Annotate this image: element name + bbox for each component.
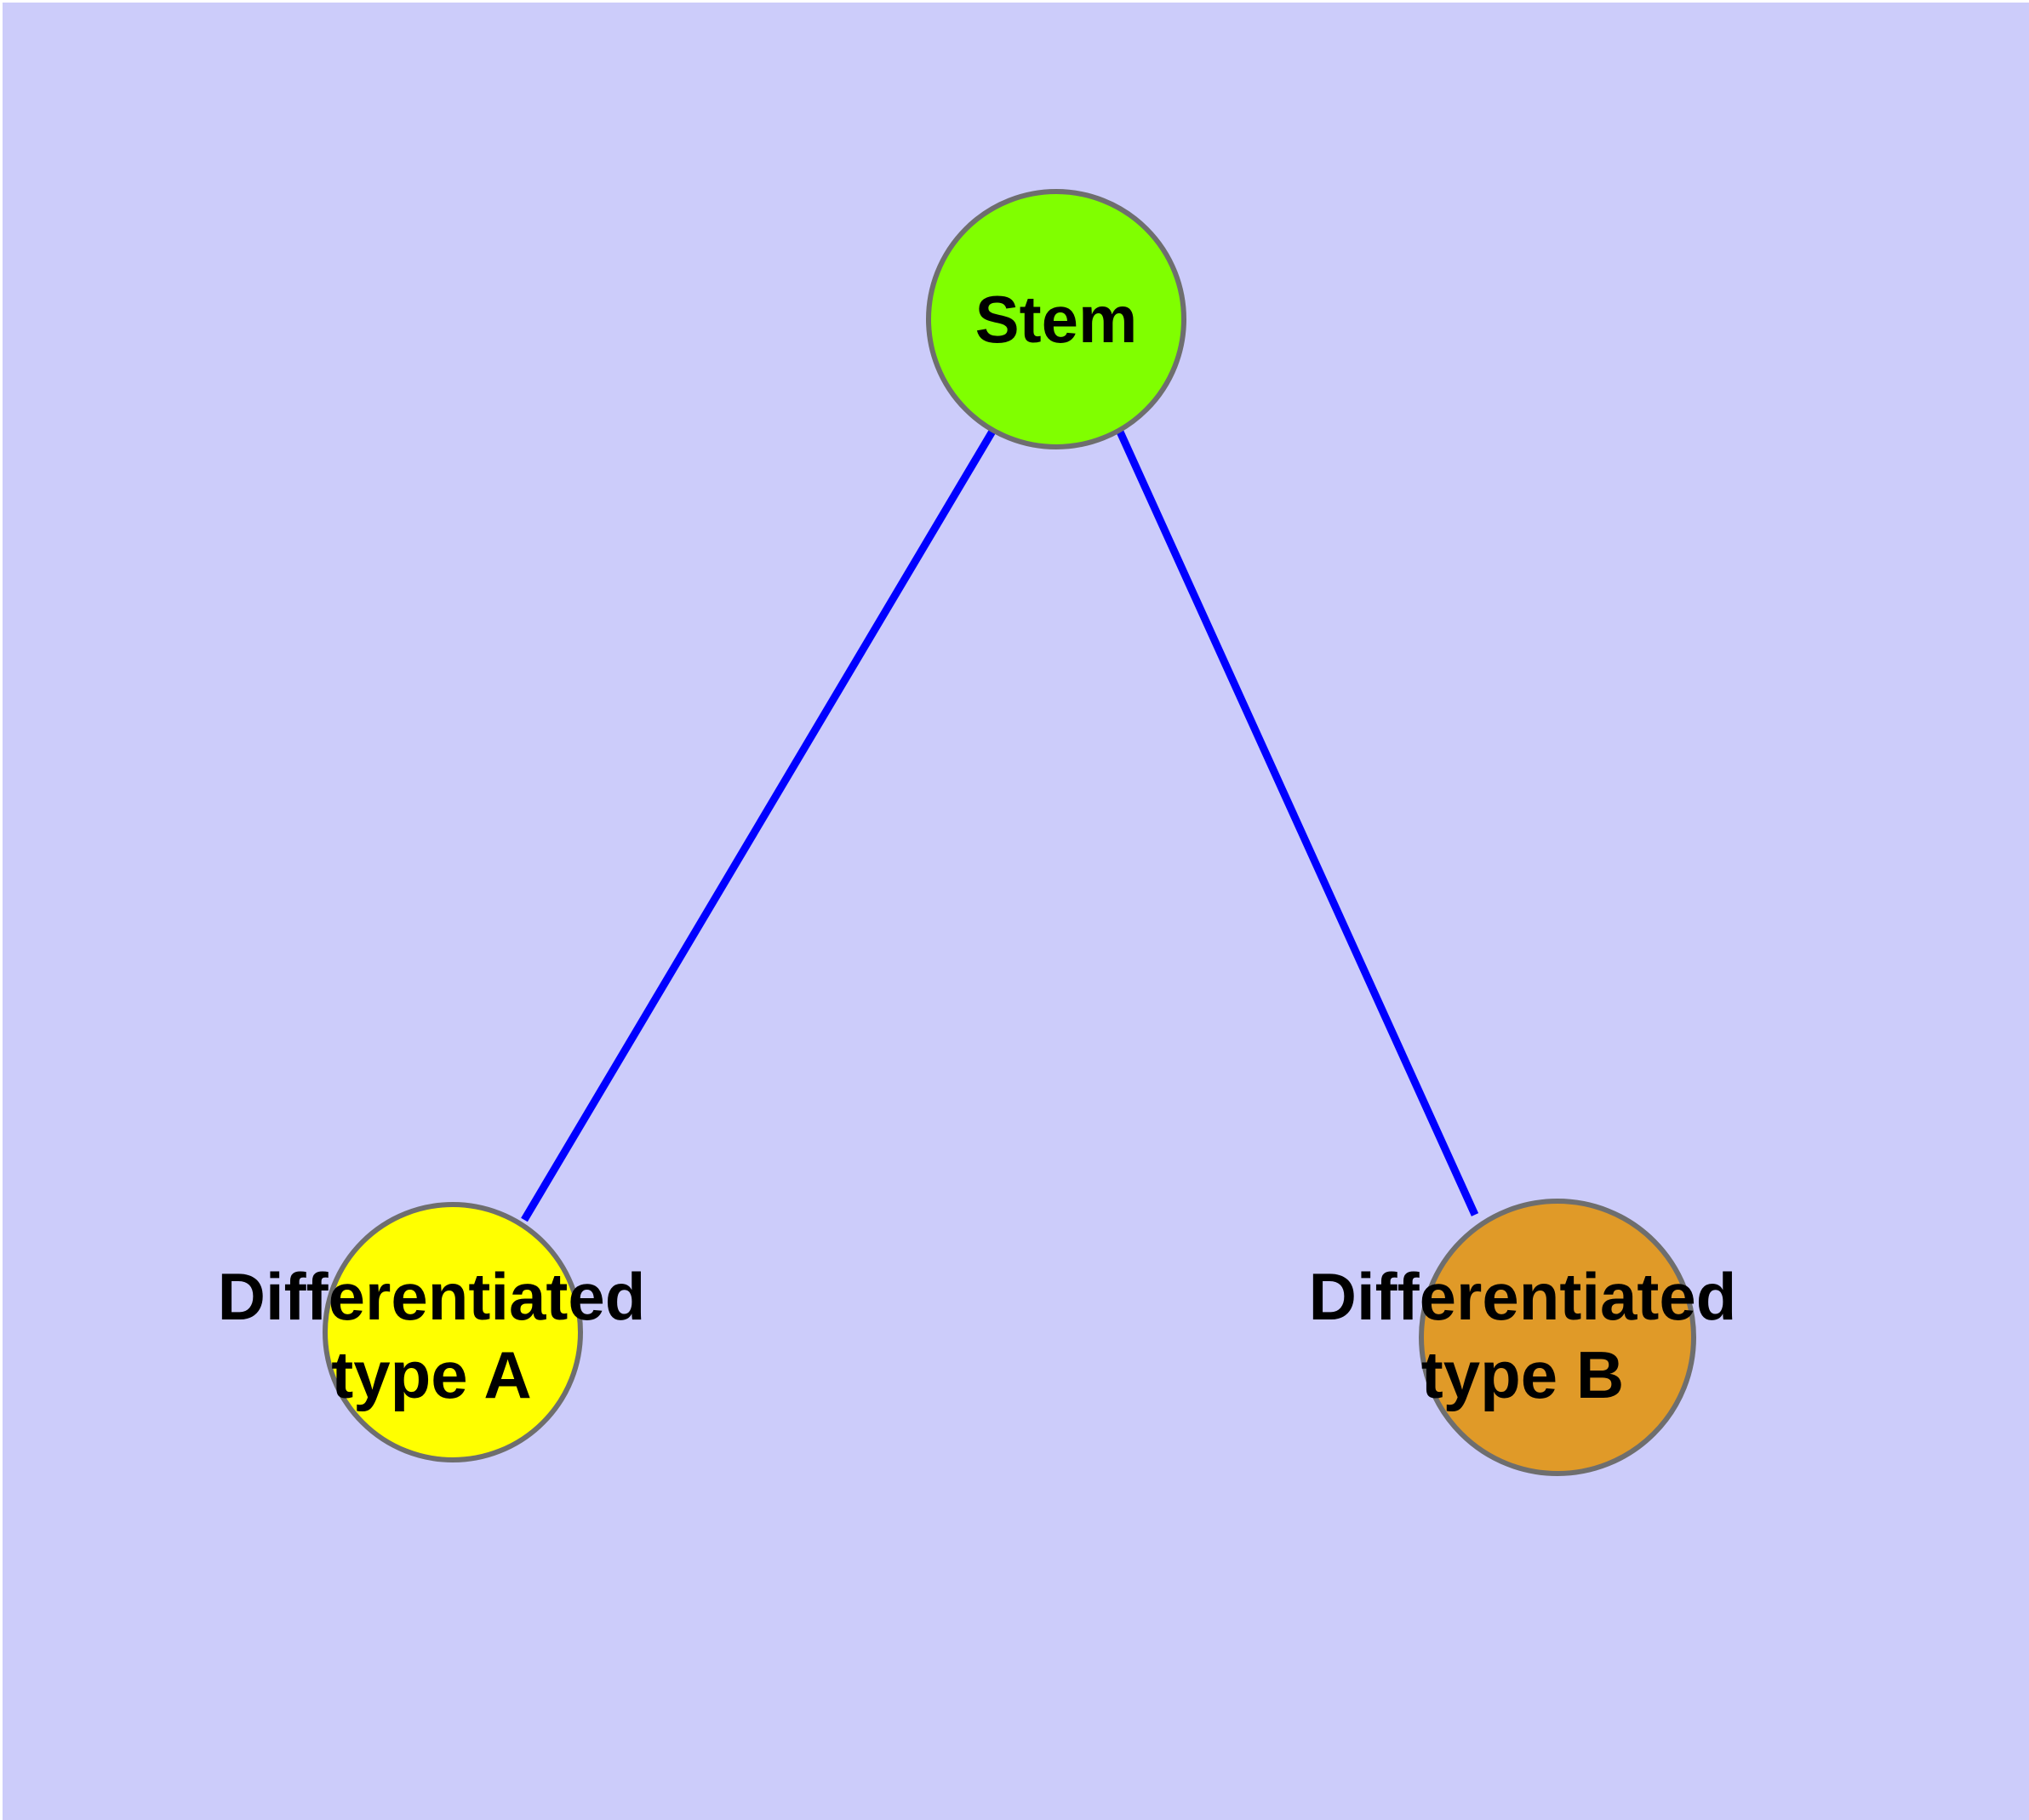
graph-edge-stem-diff_b[interactable] xyxy=(1115,428,1479,1216)
graph-node-diff_b[interactable] xyxy=(1419,1199,1696,1476)
graph-svg xyxy=(323,189,1696,1476)
node-layer xyxy=(323,189,1696,1476)
graph-node-stem[interactable] xyxy=(926,189,1186,449)
edge-layer xyxy=(521,427,1479,1222)
graph-node-diff_a[interactable] xyxy=(323,1202,583,1462)
graph-edge-stem-diff_a[interactable] xyxy=(521,427,997,1222)
